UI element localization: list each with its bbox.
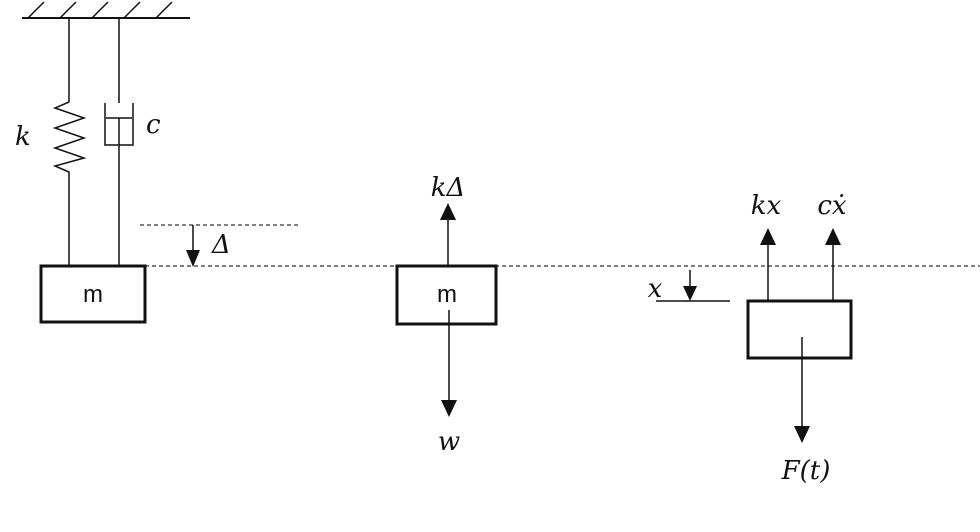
damper-force-arrow-cxdot bbox=[825, 228, 841, 301]
spring-force-label: kx bbox=[751, 191, 782, 221]
damper-force-label: cẋ bbox=[817, 191, 847, 221]
mass-label-middle: m bbox=[437, 281, 457, 308]
mass-block-left bbox=[39, 264, 147, 324]
weight-arrow-down bbox=[441, 310, 457, 417]
applied-force-label: F(t) bbox=[781, 456, 831, 486]
damper-label: c bbox=[146, 110, 161, 140]
applied-force-arrow bbox=[794, 337, 810, 443]
mass-block-middle bbox=[395, 264, 498, 326]
damper bbox=[104, 18, 134, 266]
mass-block-right bbox=[746, 299, 853, 360]
spring-label: k bbox=[15, 122, 31, 152]
up-force-label: kΔ bbox=[431, 173, 466, 203]
ceiling-support bbox=[22, 1, 190, 19]
spring bbox=[52, 18, 87, 266]
displacement-label-delta: Δ bbox=[211, 230, 231, 260]
displacement-arrow-x bbox=[683, 270, 697, 301]
displacement-label-x: x bbox=[648, 274, 663, 304]
spring-force-arrow-kx bbox=[760, 228, 776, 301]
weight-label: w bbox=[438, 427, 460, 457]
mass-label-left: m bbox=[83, 281, 103, 308]
displacement-arrow-delta bbox=[186, 225, 200, 267]
spring-force-arrow-up bbox=[440, 203, 456, 266]
